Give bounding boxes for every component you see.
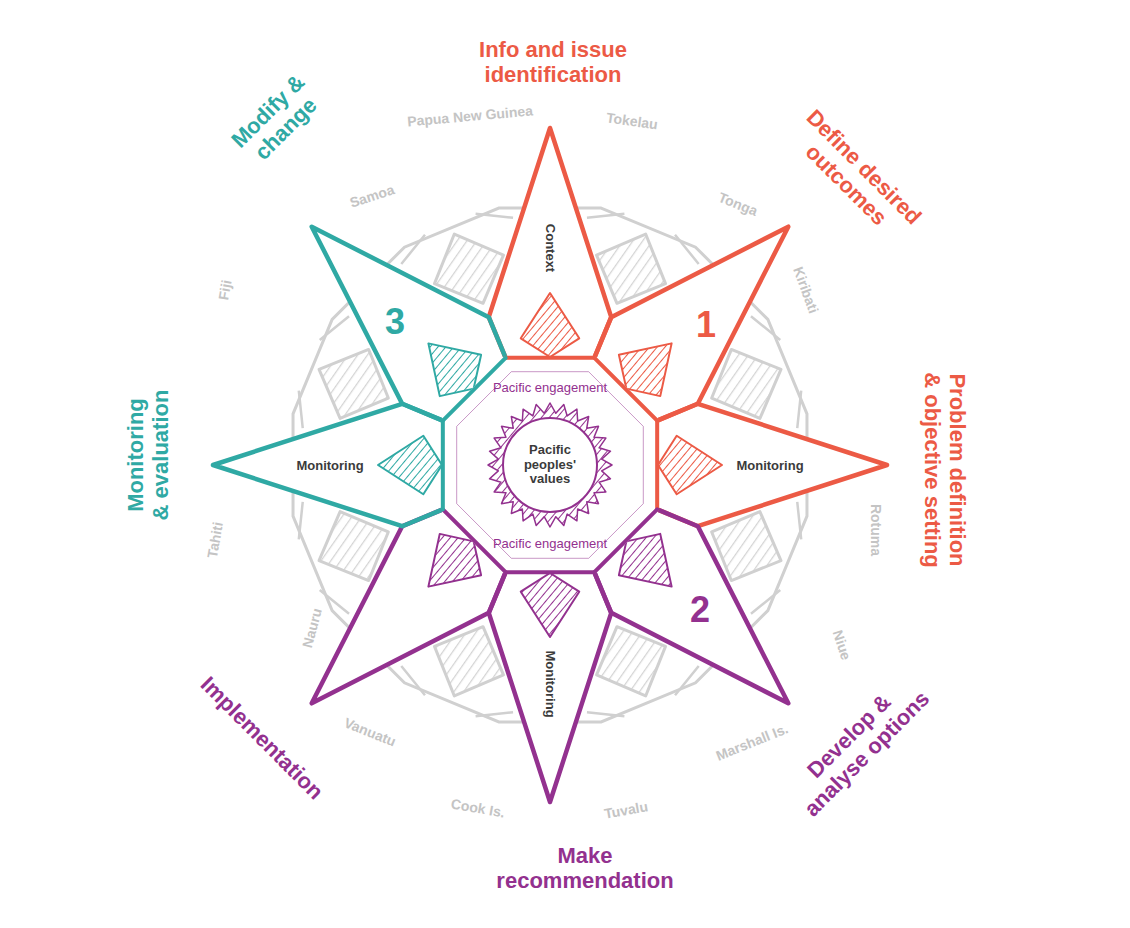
- zigzag-ring: [488, 403, 612, 527]
- point-label: Monitoring: [543, 650, 558, 717]
- country-label: Rotuma: [868, 504, 884, 556]
- section-number: 3: [385, 301, 405, 342]
- phase-label: Define desired outcomes: [777, 98, 933, 254]
- star-point: Monitoring: [292, 456, 367, 475]
- star-point-outline: [489, 128, 611, 356]
- octagon-edge: [506, 356, 595, 360]
- country-label: Fiji: [215, 279, 234, 302]
- country-label: Samoa: [348, 181, 397, 210]
- country-label: Cook Is.: [450, 795, 506, 820]
- country-label: Tuvalu: [603, 798, 649, 822]
- octagon-edge: [506, 570, 595, 574]
- star-point-outline: [213, 404, 441, 526]
- values-circle: Pacific peoples' values: [485, 400, 615, 530]
- country-label: Kiribati: [790, 265, 822, 316]
- phase-label: Implementation: [182, 658, 341, 817]
- woven-chevron: [378, 436, 442, 494]
- tapa-line: [299, 502, 349, 614]
- point-label: Context: [543, 224, 558, 272]
- phase-label: Modify & change: [224, 67, 330, 173]
- octagon-inner: [457, 372, 644, 559]
- tapa-line: [587, 666, 699, 716]
- phase-label: Monitoring & evaluation: [123, 388, 174, 522]
- phase-label: Problem definition & objective setting: [920, 368, 971, 573]
- phase-label: Develop & analyse options: [776, 663, 939, 826]
- values-label: Pacific peoples' values: [510, 443, 590, 488]
- tapa-line: [751, 502, 801, 614]
- woven-chevron: [658, 436, 722, 494]
- country-label: Nauru: [299, 606, 325, 649]
- tapa-line: [401, 214, 513, 264]
- octagon-edge: [441, 421, 445, 510]
- inner-circle: [503, 418, 597, 512]
- woven-chevron: [521, 573, 579, 637]
- phase-label: Make recommendation: [485, 843, 685, 894]
- engagement-octagon: Pacific engagementPacific engagementPaci…: [430, 345, 670, 585]
- engagement-label: Pacific engagement: [430, 380, 670, 395]
- country-label: Tahiti: [204, 521, 226, 560]
- country-label: Marshall Is.: [714, 720, 791, 763]
- country-label: Papua New Guinea: [407, 102, 534, 129]
- point-label: Monitoring: [296, 458, 363, 473]
- country-label: Tonga: [716, 189, 760, 219]
- tapa-line: [587, 214, 699, 264]
- tapa-line: [751, 316, 801, 428]
- country-label: Vanuatu: [342, 714, 399, 749]
- section-number: 1: [696, 304, 716, 345]
- star-point-outline: [659, 404, 887, 526]
- tapa-line: [401, 666, 513, 716]
- country-label: Niue: [830, 628, 855, 662]
- point-label: Monitoring: [736, 458, 803, 473]
- phase-label: Info and issue identification: [466, 37, 641, 88]
- star-point: Context: [541, 220, 560, 276]
- star-point: Monitoring: [732, 456, 807, 475]
- compass-star: [213, 128, 887, 802]
- star-point-outline: [489, 574, 611, 802]
- country-label: Tokelau: [605, 109, 659, 132]
- engagement-label: Pacific engagement: [430, 536, 670, 551]
- section-number: 2: [690, 589, 710, 630]
- octagon-edge: [655, 421, 659, 510]
- tapa-line: [299, 316, 349, 428]
- star-point: Monitoring: [541, 646, 560, 721]
- woven-chevron: [521, 293, 579, 357]
